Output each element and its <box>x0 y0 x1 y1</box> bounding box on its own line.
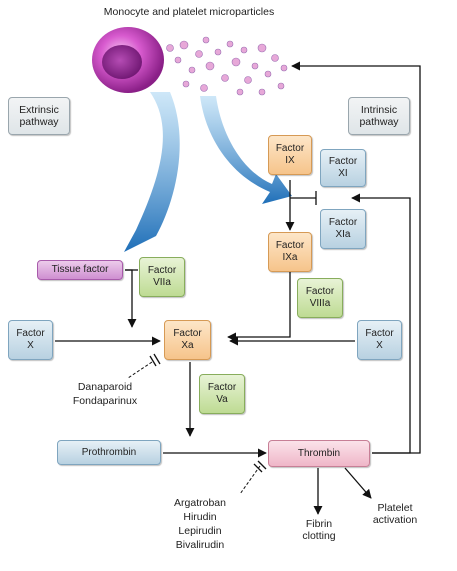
node-prothrombin: Prothrombin <box>57 440 161 465</box>
node-factor-viiia: Factor VIIIa <box>297 278 343 318</box>
node-factor-ixa: Factor IXa <box>268 232 312 272</box>
node-tissue-factor: Tissue factor <box>37 260 123 280</box>
extrinsic-pathway-label: Extrinsic pathway <box>8 97 70 135</box>
flow-arrow-left-icon <box>124 92 180 252</box>
node-factor-xa: Factor Xa <box>164 320 211 360</box>
intrinsic-pathway-label: Intrinsic pathway <box>348 97 410 135</box>
node-factor-xia: Factor XIa <box>320 209 366 249</box>
microparticles-icon <box>166 36 288 96</box>
platelet-activation-label: Platelet activation <box>372 502 418 526</box>
node-factor-ix: Factor IX <box>268 135 312 175</box>
node-factor-viia: Factor VIIa <box>139 257 185 297</box>
thrombin-feedback-xi <box>351 193 411 454</box>
node-factor-xi: Factor XI <box>320 149 366 187</box>
flow-arrow-right-icon <box>200 96 292 204</box>
page-title: Monocyte and platelet microparticles <box>103 6 275 18</box>
monocyte-cell-icon <box>92 27 164 93</box>
node-factor-x-left: Factor X <box>8 320 53 360</box>
node-factor-x-right: Factor X <box>357 320 402 360</box>
xa-inhibitor-drugs: Danaparoid Fondaparinux <box>72 381 138 407</box>
node-factor-va: Factor Va <box>199 374 245 414</box>
thrombin-inhibitor-drugs: Argatroban Hirudin Lepirudin Bivalirudin <box>174 497 226 551</box>
node-thrombin: Thrombin <box>268 440 370 467</box>
fibrin-clotting-label: Fibrin clotting <box>302 518 336 542</box>
